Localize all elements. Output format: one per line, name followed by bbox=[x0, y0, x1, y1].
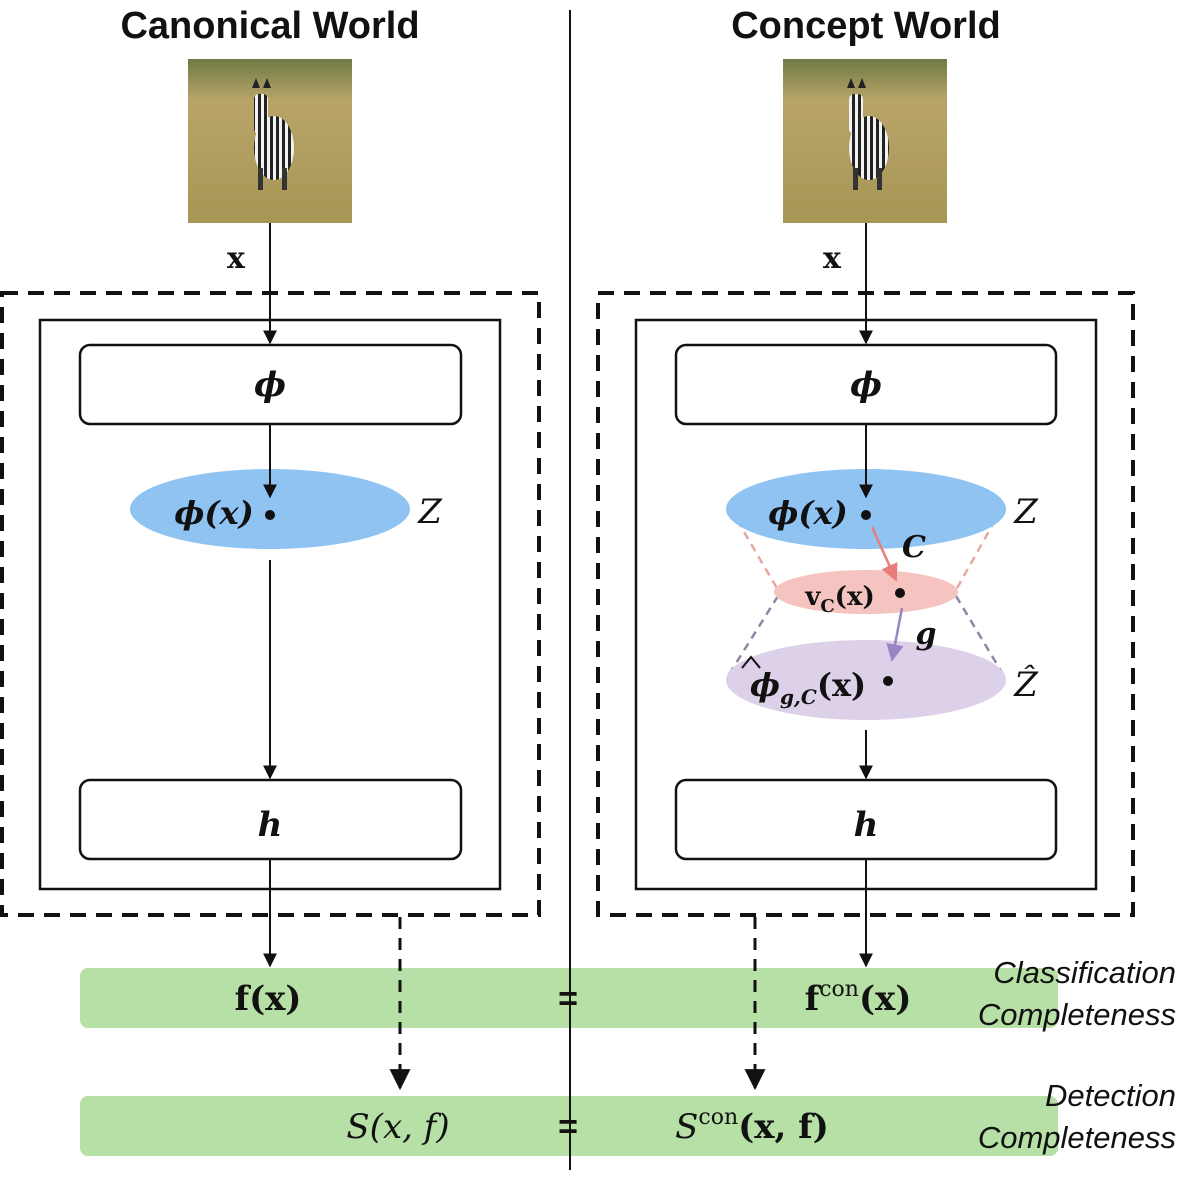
left-latent-point bbox=[265, 510, 275, 520]
concept-label: C bbox=[902, 530, 926, 565]
left-input-label: x bbox=[227, 241, 246, 276]
cone-line bbox=[954, 595, 1006, 677]
right-space-label: Z bbox=[1013, 492, 1039, 532]
detection-label-1: Detection bbox=[1045, 1078, 1176, 1113]
map-arrow bbox=[886, 607, 904, 662]
left-encoder-label: ϕ bbox=[254, 365, 286, 405]
right-score-label: Scon(x, f) bbox=[675, 1105, 829, 1147]
reconstructed-space bbox=[726, 640, 1006, 720]
equals-bottom: = bbox=[558, 1108, 578, 1146]
left-output-label: f(x) bbox=[234, 979, 301, 1019]
right-output-label: fcon(x) bbox=[805, 977, 912, 1019]
concept-point bbox=[895, 588, 905, 598]
hat-mark bbox=[741, 655, 761, 669]
concept-arrow bbox=[870, 526, 898, 582]
reconstructed-point bbox=[883, 676, 893, 686]
concept-space bbox=[774, 570, 958, 614]
right-title: Concept World bbox=[731, 5, 1001, 47]
left-score-label: S(x, f) bbox=[346, 1107, 449, 1147]
cone-line bbox=[726, 595, 780, 677]
left-zebra-image bbox=[188, 59, 352, 223]
left-latent-label: ϕ(x) bbox=[174, 494, 253, 532]
reconstructed-space-label: Ẑ bbox=[1013, 664, 1039, 705]
right-input-label: x bbox=[823, 241, 842, 276]
right-latent-point bbox=[861, 510, 871, 520]
map-label: g bbox=[916, 617, 937, 652]
right-zebra-image bbox=[783, 59, 947, 223]
left-title: Canonical World bbox=[120, 5, 419, 47]
classification-label-1: Classification bbox=[993, 955, 1176, 990]
right-latent-space bbox=[726, 469, 1006, 549]
equals-top: = bbox=[558, 980, 578, 1018]
right-latent-label: ϕ(x) bbox=[768, 494, 847, 532]
reconstructed-label: ϕg,C(x) bbox=[750, 666, 866, 709]
concept-vector-label: vC(x) bbox=[804, 582, 875, 617]
detection-label-2: Completeness bbox=[978, 1120, 1176, 1155]
left-head-label: h bbox=[258, 805, 283, 845]
right-encoder-label: ϕ bbox=[850, 365, 882, 405]
left-space-label: Z bbox=[417, 492, 443, 532]
left-latent-space bbox=[130, 469, 410, 549]
classification-label-2: Completeness bbox=[978, 997, 1176, 1032]
right-head-label: h bbox=[854, 805, 879, 845]
